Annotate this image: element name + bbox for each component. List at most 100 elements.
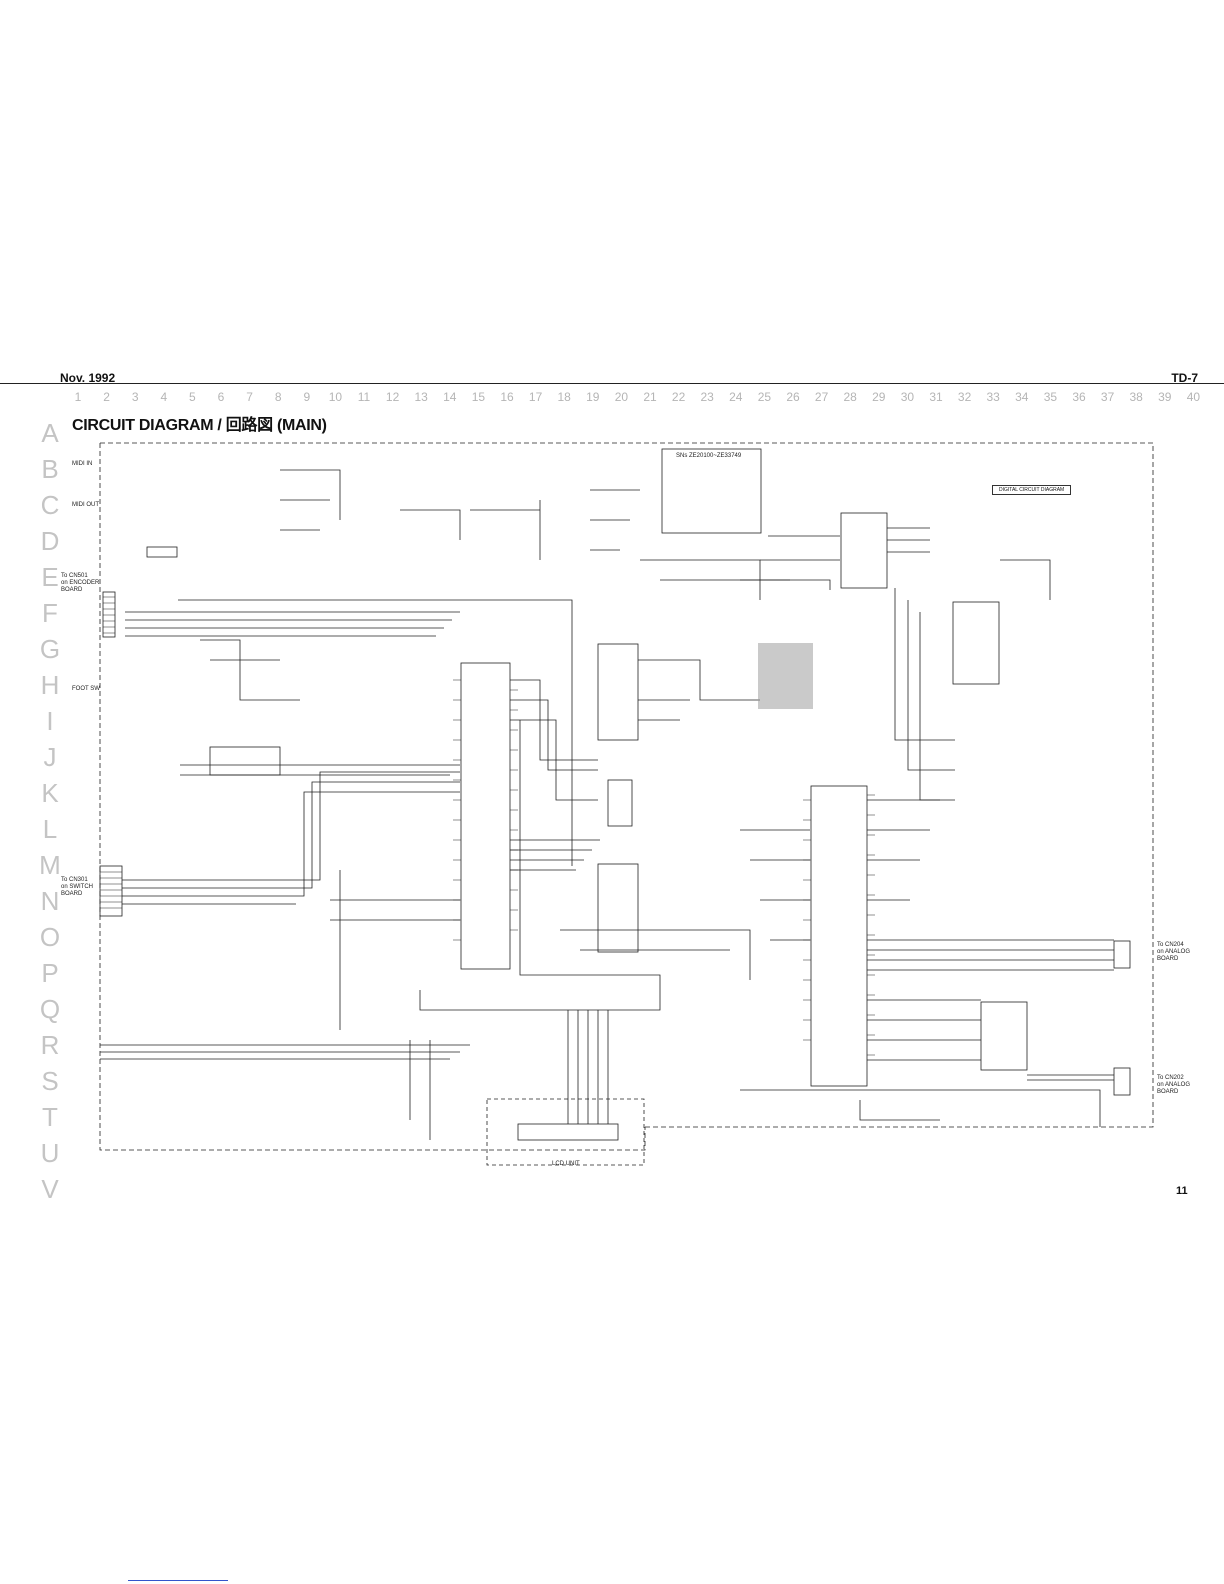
column-number: 14 [443,390,457,404]
connector-cn204 [1113,940,1131,969]
bottom-link-underline [128,1580,228,1581]
column-number: 20 [614,390,629,404]
column-number: 40 [1186,390,1201,404]
header-rule [0,383,1224,384]
column-number: 16 [500,390,514,404]
ic-cpu [460,662,511,970]
note-encoder-line-2: on ENCODER [61,580,100,586]
lcd-connector [517,1123,619,1141]
column-number: 6 [217,390,225,404]
row-letter: R [40,1030,60,1060]
column-number: 37 [1100,390,1115,404]
board-boundary [99,442,1154,1151]
column-number: 33 [986,390,1000,404]
column-number: 27 [814,390,829,404]
row-letter: T [42,1102,58,1132]
page-number: 11 [1176,1185,1188,1197]
note-switch-line-2: on SWITCH [61,884,94,890]
note-switch: To CN301 on SWITCH BOARD [61,877,93,898]
row-letter: C [40,490,60,520]
row-letter: H [40,670,60,700]
ic-small-1 [607,779,633,827]
note-encoder-line-3: BOARD [61,587,83,593]
row-letter: I [46,706,54,736]
column-number: 35 [1043,390,1058,404]
column-number: 18 [557,390,571,404]
label-foot-sw: FOOT SW [72,686,100,692]
row-letter: B [41,454,59,484]
column-number: 1 [74,390,82,404]
row-letter: L [42,814,58,844]
note-cn202-line-3: BOARD [1157,1089,1179,1095]
row-letter: V [41,1174,59,1204]
note-cn204-line-1: To CN204 [1157,942,1184,948]
label-lcd-unit: LCD UNIT [552,1161,580,1167]
row-letter: O [39,922,61,952]
column-number: 7 [246,390,253,404]
row-letter: U [40,1138,60,1168]
row-letter: S [41,1066,59,1096]
column-number: 29 [872,390,886,404]
row-letter: N [40,886,60,916]
column-number: 21 [643,390,657,404]
column-number: 34 [1015,390,1029,404]
column-number: 25 [757,390,772,404]
row-letter: G [39,634,61,664]
sn-box [661,448,762,534]
column-number: 5 [189,390,196,404]
row-letter: P [41,958,59,988]
ic-top-right [840,512,888,589]
column-number: 17 [528,390,543,404]
label-midi-in: MIDI IN [72,461,93,467]
ic-memory-2 [597,863,639,953]
column-number: 28 [843,390,857,404]
ic-array [209,746,281,776]
row-letter: K [41,778,59,808]
header-model: TD-7 [1171,371,1198,385]
column-number: 38 [1129,390,1143,404]
column-number: 2 [103,390,110,404]
column-number: 39 [1158,390,1172,404]
column-number: 32 [957,390,972,404]
label-sn-range: SNs ZE20100~ZE33749 [676,453,742,459]
column-number: 13 [414,390,428,404]
column-number: 9 [303,390,311,404]
note-cn204-line-3: BOARD [1157,956,1179,962]
column-number: 22 [671,390,686,404]
row-letter: A [41,418,59,448]
row-letter: Q [39,994,61,1024]
column-number: 31 [929,390,943,404]
note-analog-cn204: To CN204 on ANALOG BOARD [1157,942,1190,963]
connector-switch [99,865,123,917]
row-letter: M [39,850,61,880]
column-number: 4 [160,390,168,404]
column-number: 12 [385,390,400,404]
label-midi-out: MIDI OUT [72,502,99,508]
note-encoder-line-1: To CN501 [61,573,88,579]
column-number: 24 [729,390,743,404]
column-number: 19 [586,390,600,404]
note-encoder: To CN501 on ENCODER BOARD [61,573,99,594]
column-number: 26 [786,390,800,404]
header-date: Nov. 1992 [60,371,116,385]
note-cn202-line-1: To CN202 [1157,1075,1184,1081]
ic-dsp [810,785,868,1087]
column-number: 30 [900,390,915,404]
ic-memory-3 [952,601,1000,685]
shaded-component-area [758,643,813,709]
ic-memory-4 [980,1001,1028,1071]
row-letter: J [43,742,57,772]
note-switch-line-3: BOARD [61,891,83,897]
ic-memory-1 [597,643,639,741]
note-switch-line-1: To CN301 [61,877,88,883]
column-number: 8 [274,390,282,404]
column-number: 10 [328,390,343,404]
row-letter: D [40,526,60,556]
note-analog-cn202: To CN202 on ANALOG BOARD [1157,1075,1190,1096]
row-letter: E [41,562,59,592]
connector-cn202 [1113,1067,1131,1096]
connector-encoder [102,591,116,638]
